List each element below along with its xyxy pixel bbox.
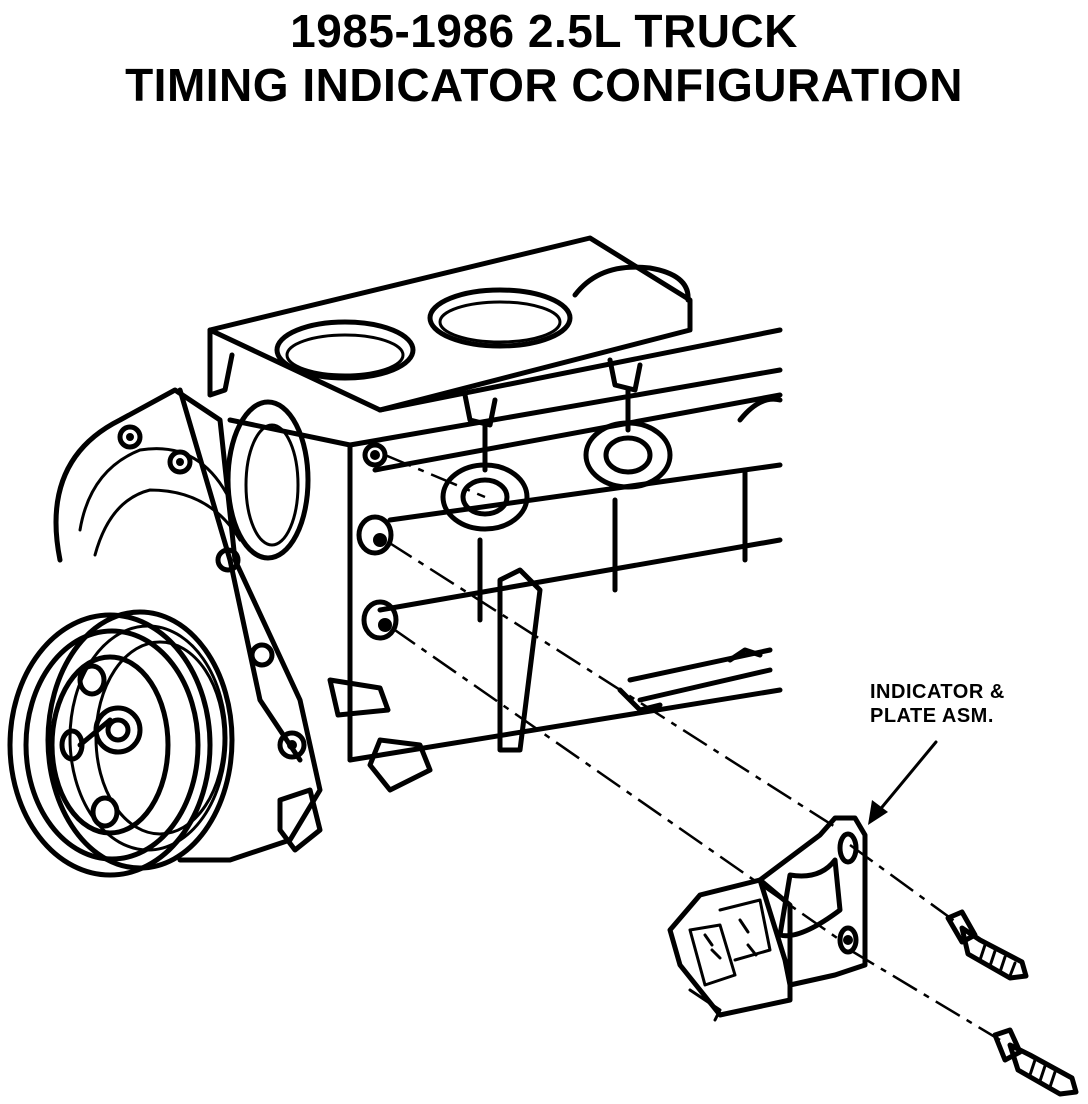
callout-line-1: INDICATOR & — [870, 681, 1005, 703]
callout-arrow — [868, 740, 938, 825]
mounting-bolt-upper — [945, 909, 1029, 981]
title-line-2: TIMING INDICATOR CONFIGURATION — [125, 59, 963, 111]
callout-line-2: PLATE ASM. — [870, 705, 994, 727]
title-line-1: 1985-1986 2.5L TRUCK — [290, 5, 798, 57]
cylinder-bore-1 — [274, 319, 416, 381]
mounting-bolt-lower — [992, 1027, 1079, 1097]
plate-slot-upper — [837, 831, 859, 865]
pulley-center-bolt — [93, 705, 143, 755]
cylinder-bore-2 — [427, 287, 573, 349]
crankshaft-pulley — [7, 609, 235, 878]
timing-indicator — [667, 877, 793, 1018]
engine-block — [207, 235, 783, 793]
indicator-plate-callout: INDICATOR & PLATE ASM. — [870, 680, 1005, 728]
cylinder-bore-3 — [572, 264, 691, 303]
timing-cover — [53, 387, 391, 863]
indicator-plate-assembly — [667, 815, 868, 1022]
diagram-title: 1985-1986 2.5L TRUCK TIMING INDICATOR CO… — [0, 2, 1088, 108]
block-bolt-hole-3 — [361, 599, 399, 641]
assembly-guide-lines — [384, 453, 1001, 1042]
plate-slot-lower — [837, 925, 859, 955]
block-bolt-hole-2 — [356, 514, 394, 556]
